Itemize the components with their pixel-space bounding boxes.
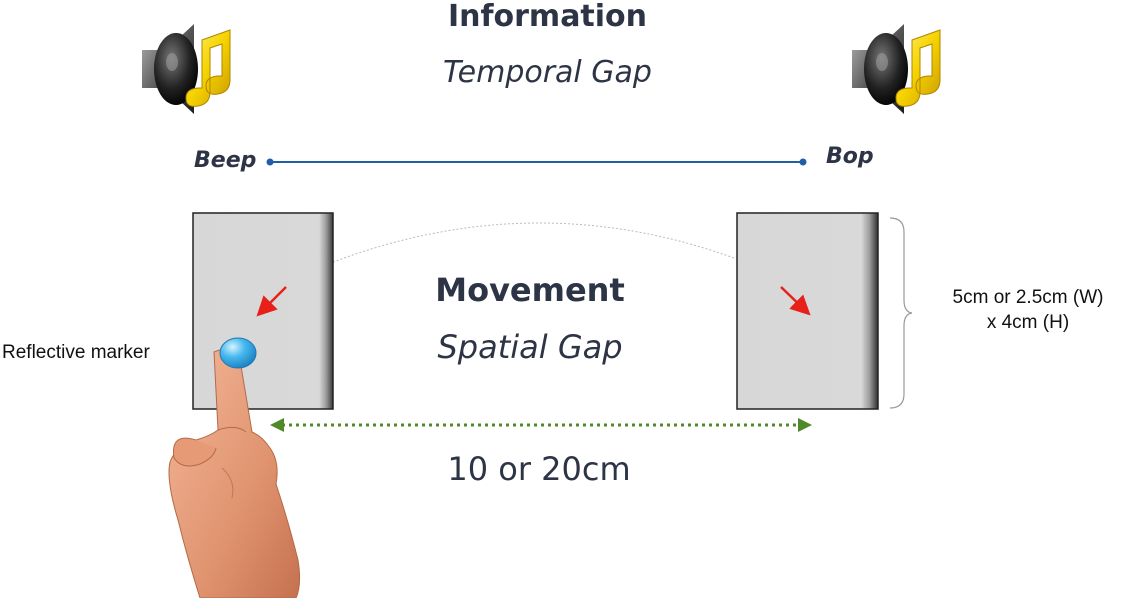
distance-arrow bbox=[270, 418, 812, 432]
target-size-height: x 4cm (H) bbox=[986, 312, 1070, 333]
hand-icon bbox=[168, 348, 301, 598]
reflective-marker bbox=[219, 337, 257, 369]
size-bracket bbox=[889, 217, 913, 409]
bop-label: Bop bbox=[826, 144, 874, 169]
distance-label: 10 or 20cm bbox=[447, 450, 631, 488]
information-subtitle: Temporal Gap bbox=[443, 55, 652, 90]
movement-trajectory bbox=[317, 222, 761, 269]
movement-subtitle: Spatial Gap bbox=[437, 328, 623, 366]
beep-label: Beep bbox=[194, 148, 257, 173]
speaker-music-note-icon bbox=[142, 24, 231, 114]
target-size-label: 5cm or 2.5cm (W) x 4cm (H) bbox=[928, 285, 1125, 335]
target-size-width: 5cm or 2.5cm (W) bbox=[952, 287, 1104, 308]
direction-arrow-left bbox=[256, 286, 287, 317]
direction-arrow-right bbox=[780, 286, 811, 316]
reflective-marker-label: Reflective marker bbox=[2, 342, 150, 363]
speaker-music-note-icon bbox=[852, 24, 941, 114]
movement-title: Movement bbox=[435, 271, 625, 309]
temporal-timeline bbox=[266, 158, 807, 166]
information-title: Information bbox=[447, 0, 648, 34]
